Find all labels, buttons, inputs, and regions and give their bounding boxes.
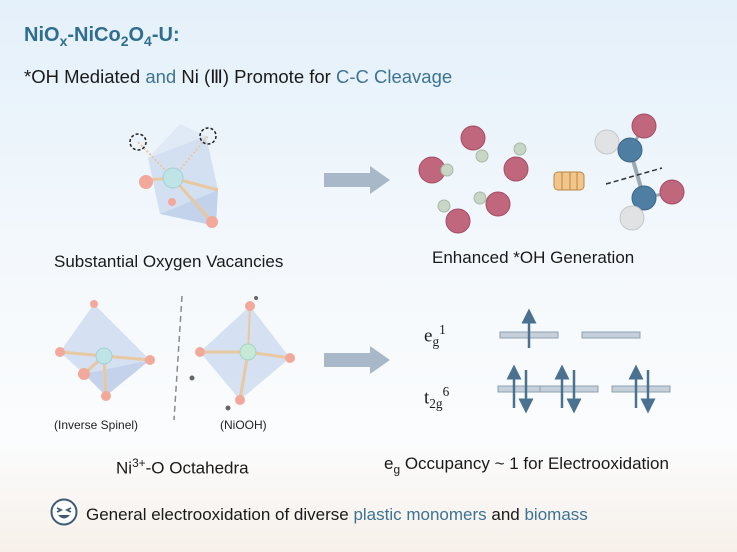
niooh-octahedron [189, 296, 295, 411]
footer-text: General electrooxidation of diverse plas… [86, 505, 588, 524]
caption-oxygen-vacancies: Substantial Oxygen Vacancies [54, 252, 284, 271]
vacancy-octahedron-diagram [129, 124, 219, 228]
eg-level-label: eg1 [424, 322, 446, 350]
t2g-level-label: t2g6 [424, 384, 450, 412]
caption-niooh: (NiOOH) [220, 418, 267, 432]
fist-icon [553, 171, 585, 191]
title: NiOx-NiCo2O4-U: [24, 24, 180, 49]
smiley-icon [50, 498, 78, 526]
caption-octahedra: Ni3+-O Octahedra [116, 456, 249, 478]
inverse-spinel-octahedron [55, 300, 155, 401]
caption-inverse-spinel: (Inverse Spinel) [54, 418, 139, 432]
oh-generation-diagram [418, 113, 685, 234]
energy-level-diagram [497, 308, 671, 414]
arrow-right-icon [324, 166, 390, 194]
caption-eg-occupancy: eg Occupancy ~ 1 for Electrooxidation [384, 454, 669, 477]
subtitle: *OH Mediated and Ni (Ⅲ) Promote for C-C … [24, 66, 453, 87]
arrow-right-icon [324, 346, 390, 374]
caption-oh-generation: Enhanced *OH Generation [432, 248, 635, 267]
divider-line [173, 295, 183, 421]
